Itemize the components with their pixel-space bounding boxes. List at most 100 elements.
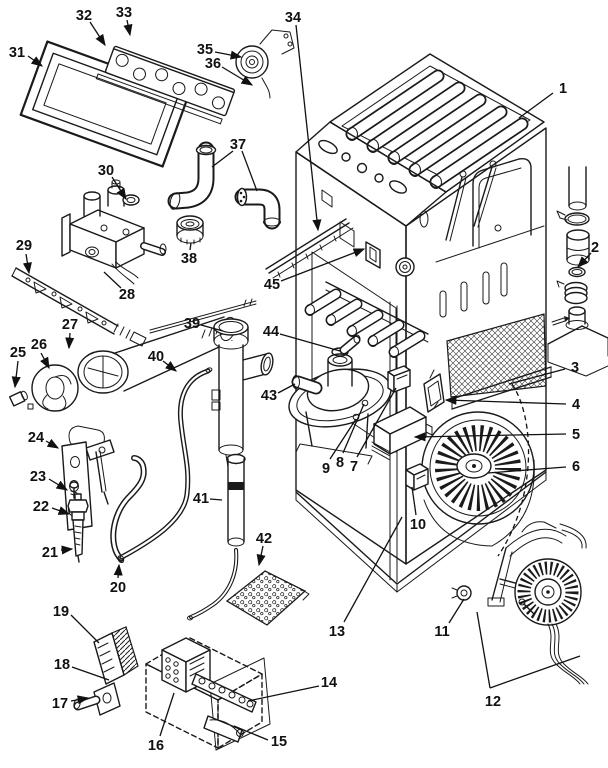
cap-fitting	[176, 215, 204, 245]
leader-line-28	[103, 271, 122, 289]
gasket-ring	[568, 266, 586, 278]
leader-line-4	[444, 395, 567, 405]
callout-25-label: 25	[10, 345, 26, 361]
leader-line-43	[277, 383, 296, 394]
burner-support-bracket	[11, 267, 147, 347]
cabinet-base-edges	[295, 469, 547, 593]
inducer-blower-assembly	[288, 334, 392, 465]
pilot-igniter-bracket	[61, 425, 115, 531]
leader-line-41	[209, 498, 223, 501]
leader-line-9	[329, 418, 357, 460]
motor-wire	[261, 77, 271, 99]
blower-motor-assembly	[451, 521, 589, 685]
callout-28-label: 28	[119, 287, 135, 303]
condensate-tee	[211, 318, 274, 468]
callout-44-label: 44	[263, 324, 279, 340]
callout-11-label: 11	[434, 624, 449, 640]
dashed-door-outline	[497, 383, 530, 557]
callout-29-label: 29	[16, 238, 32, 254]
leader-line-27	[65, 332, 75, 350]
burner-rail-strip	[265, 218, 354, 279]
igniter-port	[395, 257, 415, 277]
leader-line-26	[40, 352, 50, 370]
furnace-cabinet	[295, 53, 552, 593]
leader-line-23	[48, 478, 69, 491]
leader-line-30	[111, 176, 127, 201]
leader-line-18	[71, 666, 110, 681]
leader-line-5	[413, 432, 567, 442]
leader-line-29	[22, 253, 32, 275]
callout-9-label: 9	[322, 461, 330, 477]
callout-35-label: 35	[197, 42, 213, 58]
pipe-coupling	[566, 229, 590, 266]
callout-20-label: 20	[110, 580, 126, 596]
gas-valve	[61, 179, 167, 285]
callout-10-label: 10	[410, 517, 426, 533]
callout-1-label: 1	[559, 81, 567, 97]
inducer-outlet	[292, 375, 300, 389]
callout-19-label: 19	[53, 604, 69, 620]
leader-line-24	[45, 438, 60, 449]
leader-line-19	[70, 614, 100, 644]
spring-clamp	[556, 280, 588, 305]
callout-18-label: 18	[54, 657, 70, 673]
leader-line-8	[342, 403, 365, 454]
leader-line-15	[233, 725, 269, 741]
elbow-fittings	[167, 141, 281, 230]
terminal-strip	[191, 673, 257, 713]
pilot-screw	[69, 481, 79, 499]
leader-line-12	[476, 611, 491, 689]
callout-21-label: 21	[42, 545, 58, 561]
gasket-strip	[95, 73, 223, 125]
control-module-box	[371, 406, 433, 461]
grommet	[451, 585, 472, 601]
hose-clamp	[556, 210, 590, 226]
callout-39-label: 39	[184, 316, 200, 332]
callout-27-label: 27	[62, 317, 78, 333]
vent-pipe-stack	[547, 166, 608, 377]
callout-3-label: 3	[571, 360, 579, 376]
leader-line-3	[508, 368, 566, 385]
callout-40-label: 40	[148, 349, 164, 365]
heat-exchanger-tubes	[345, 69, 529, 189]
callout-16-label: 16	[148, 738, 164, 754]
motor-screw	[518, 598, 535, 615]
callout-37-label: 37	[230, 137, 246, 153]
pressure-switch	[387, 365, 411, 393]
relay-connector	[405, 463, 429, 491]
callout-34-label: 34	[285, 10, 301, 26]
leader-line-20	[113, 563, 123, 579]
orifice-fitting	[8, 390, 34, 410]
leader-line-1	[518, 92, 554, 119]
leader-line-32	[89, 21, 106, 47]
leader-line-7	[356, 387, 397, 458]
callout-7-label: 7	[350, 459, 358, 475]
motor-body	[514, 558, 582, 626]
cabinet-corner-platform	[547, 325, 608, 377]
callout-22-label: 22	[33, 499, 49, 515]
leader-line-21	[60, 545, 74, 555]
swirl-plate	[31, 364, 79, 412]
callout-30-label: 30	[98, 163, 114, 179]
flame-sensor	[67, 493, 89, 563]
callout-42-label: 42	[256, 531, 272, 547]
motor-wires	[547, 623, 589, 685]
edge-connector	[93, 626, 139, 685]
cabinet-side-face	[405, 127, 552, 565]
leader-line-10	[411, 486, 417, 516]
callout-23-label: 23	[30, 469, 46, 485]
burner-assembly-row	[304, 257, 429, 358]
leader-line-35	[214, 50, 243, 60]
callout-5-label: 5	[572, 427, 580, 443]
leader-line-2	[577, 252, 592, 268]
leader-line-36	[221, 66, 254, 86]
blower-wheel	[421, 411, 535, 547]
leader-line-11	[448, 598, 465, 624]
leader-line-33	[123, 19, 133, 37]
leader-line-31	[27, 55, 44, 67]
leader-line-37	[241, 150, 258, 192]
leader-line-6	[487, 466, 567, 474]
leader-line-34	[295, 24, 322, 232]
callout-6-label: 6	[572, 459, 580, 475]
